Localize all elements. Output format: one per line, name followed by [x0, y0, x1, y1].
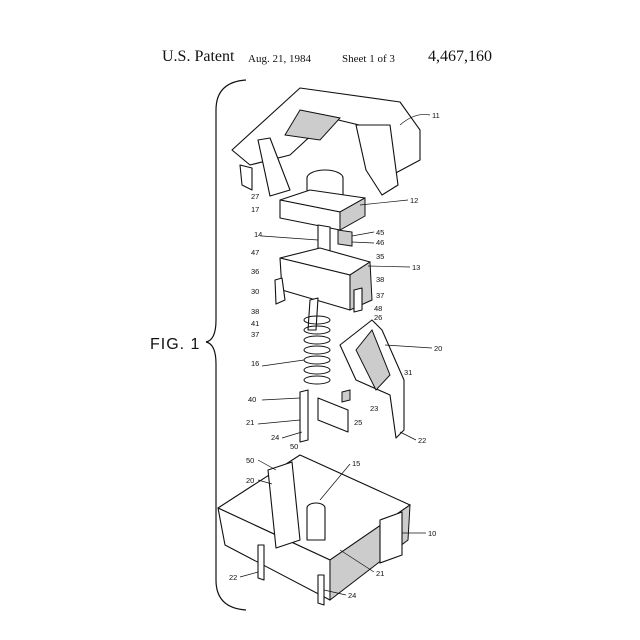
- ref-16: 16: [251, 359, 259, 368]
- leader-lines: [239, 114, 433, 596]
- upper-frame-part: [274, 247, 373, 331]
- ref-50: 50: [290, 442, 298, 451]
- ref-31: 31: [404, 368, 412, 377]
- contact-spring-part: [339, 319, 405, 439]
- ref-40: 40: [248, 395, 256, 404]
- ref-13: 13: [412, 263, 420, 272]
- plunger-part: [279, 169, 366, 271]
- patent-date: Aug. 21, 1984: [248, 53, 311, 65]
- ref-14: 14: [254, 230, 262, 239]
- ref-22: 22: [418, 436, 426, 445]
- ref-35: 35: [376, 252, 384, 261]
- ref-50b: 50: [246, 456, 254, 465]
- ref-11: 11: [432, 111, 440, 120]
- ref-10: 10: [428, 529, 436, 538]
- ref-26: 26: [374, 313, 382, 322]
- top-housing-part: [231, 87, 421, 197]
- ref-45: 45: [376, 228, 384, 237]
- ref-23: 23: [370, 404, 378, 413]
- ref-38b: 38: [251, 307, 259, 316]
- figure-label: FIG. 1: [150, 336, 200, 353]
- ref-27: 27: [251, 192, 259, 201]
- ref-20b: 20: [246, 476, 254, 485]
- ref-30: 30: [251, 287, 259, 296]
- sheet-number: Sheet 1 of 3: [342, 53, 395, 65]
- ref-24b: 24: [348, 591, 356, 600]
- ref-21: 21: [246, 418, 254, 427]
- ref-46: 46: [376, 238, 384, 247]
- reference-numerals: 11 27 17 12 14 45 46 47 35 13 36 38 30 3…: [229, 111, 442, 600]
- ref-17: 17: [251, 205, 259, 214]
- ref-20: 20: [434, 344, 442, 353]
- ref-48: 48: [374, 304, 382, 313]
- spring-part: [303, 315, 331, 385]
- ref-37b: 37: [251, 330, 259, 339]
- patent-header-title: U.S. Patent: [162, 48, 235, 65]
- ref-24: 24: [271, 433, 279, 442]
- ref-22b: 22: [229, 573, 237, 582]
- patent-number: 4,467,160: [428, 48, 492, 65]
- ref-15: 15: [352, 459, 360, 468]
- ref-25: 25: [354, 418, 362, 427]
- ref-37: 37: [376, 291, 384, 300]
- ref-38: 38: [376, 275, 384, 284]
- figure-brace: [205, 79, 247, 611]
- ref-47: 47: [251, 248, 259, 257]
- stationary-contact-part: [299, 389, 351, 443]
- ref-41: 41: [251, 319, 259, 328]
- ref-12: 12: [410, 196, 418, 205]
- base-housing-part: [217, 454, 411, 606]
- ref-36: 36: [251, 267, 259, 276]
- ref-21b: 21: [376, 569, 384, 578]
